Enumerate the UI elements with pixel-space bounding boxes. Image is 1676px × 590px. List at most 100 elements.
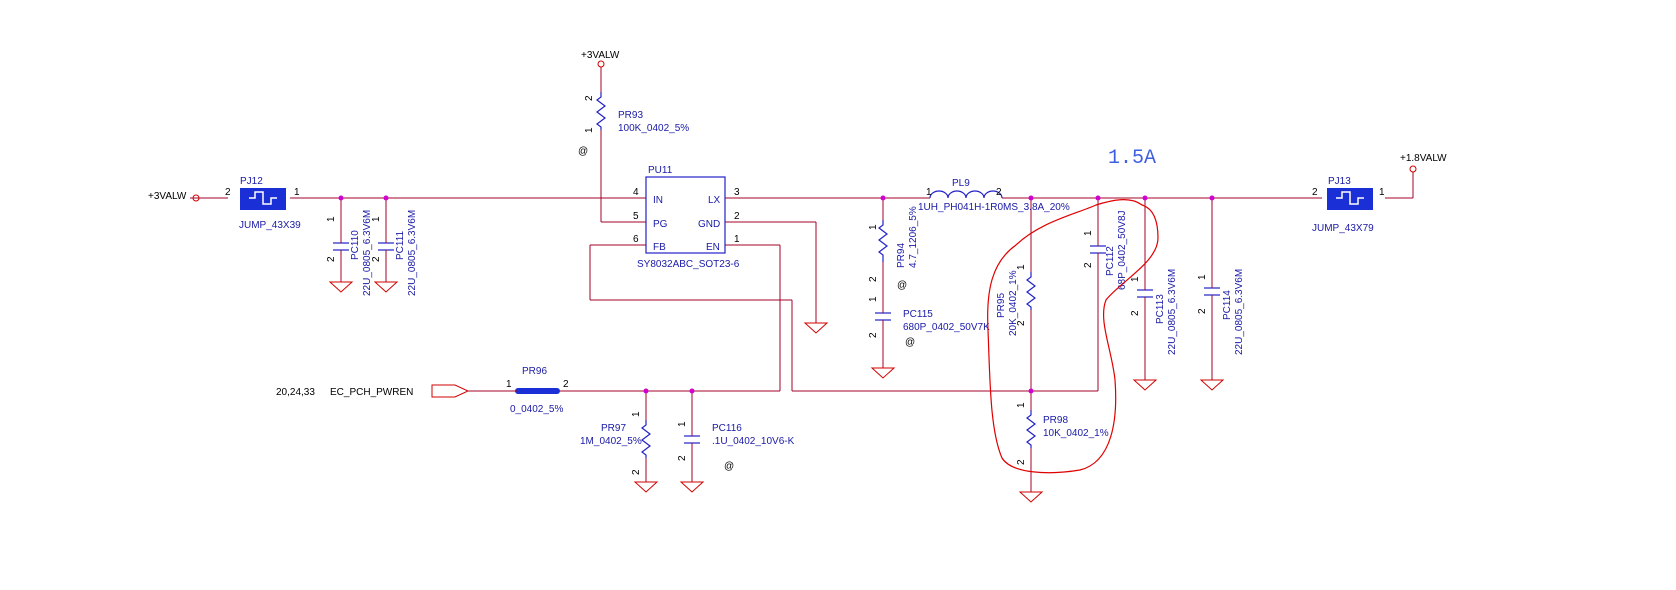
junction-dot xyxy=(880,195,886,201)
pin-number: 1 xyxy=(868,296,879,302)
ground-icon xyxy=(1132,379,1158,391)
ic-pin-gnd: GND xyxy=(698,219,720,230)
pin-number: 1 xyxy=(868,224,879,230)
power-flag-vin-left: +3VALW xyxy=(148,191,200,202)
junction-dot xyxy=(1142,195,1148,201)
pin-number: 4 xyxy=(633,187,639,198)
current-annotation: 1.5A xyxy=(1108,147,1156,170)
capacitor-pc115: PC115 680P_0402_50V7K 1 2 @ xyxy=(868,296,990,348)
jumper-pj13: PJ13 JUMP_43X79 2 1 xyxy=(1312,176,1385,234)
resistor-pr94: PR94 4.7_1206_5% 1 2 @ xyxy=(868,206,919,291)
capacitor-pc116: PC116 .1U_0402_10V6-K 1 2 @ xyxy=(677,421,795,472)
capacitor-value: 22U_0805_6.3V6M xyxy=(1234,269,1245,355)
ground-icon xyxy=(328,281,354,293)
net-name: EC_PCH_PWREN xyxy=(330,387,413,398)
ground-icon xyxy=(1199,379,1225,391)
jumper-value: JUMP_43X79 xyxy=(1312,223,1374,234)
capacitor-value: .1U_0402_10V6-K xyxy=(712,436,795,447)
pin-number: 2 xyxy=(631,469,642,475)
capacitor-ref: PC114 xyxy=(1222,290,1233,320)
ic-pin-fb: FB xyxy=(653,242,666,253)
resistor-pr93: PR93 100K_0402_5% 2 1 @ xyxy=(578,92,689,157)
pin-number: 2 xyxy=(1016,459,1027,465)
resistor-value: 100K_0402_5% xyxy=(618,123,689,134)
capacitor-ref: PC111 xyxy=(395,230,406,260)
ground-symbols xyxy=(328,281,1225,503)
capacitor-pc113: PC113 22U_0805_6.3V6M 1 2 xyxy=(1130,269,1178,355)
pin-number: 2 xyxy=(1312,187,1318,198)
junction-dot xyxy=(689,388,695,394)
ic-pin-lx: LX xyxy=(708,195,721,206)
power-flag-vout: +1.8VALW xyxy=(1400,153,1447,173)
capacitor-value: 22U_0805_6.3V6M xyxy=(1167,269,1178,355)
assembly-mark: @ xyxy=(578,146,588,157)
capacitor-ref: PC113 xyxy=(1155,294,1166,324)
pin-number: 1 xyxy=(371,216,382,222)
capacitor-pc112: PC112 68P_0402_50V8J 1 2 xyxy=(1083,210,1128,290)
power-label-vin-left: +3VALW xyxy=(148,191,187,202)
capacitor-value: 22U_0805_6.3V6M xyxy=(362,210,373,296)
resistor-ref: PR96 xyxy=(522,366,547,377)
ground-icon xyxy=(633,481,659,493)
resistor-value: 4.7_1206_5% xyxy=(908,206,919,268)
resistor-ref: PR93 xyxy=(618,110,643,121)
pin-number: 1 xyxy=(1016,264,1027,270)
resistor-ref: PR98 xyxy=(1043,415,1068,426)
pin-number: 1 xyxy=(631,411,642,417)
ic-pin-in: IN xyxy=(653,195,663,206)
pin-number: 2 xyxy=(1016,320,1027,326)
resistor-ref: PR95 xyxy=(996,293,1007,318)
junction-dot xyxy=(1028,195,1034,201)
resistor-value: 20K_0402_1% xyxy=(1008,270,1019,336)
pin-number: 1 xyxy=(326,216,337,222)
pin-number: 2 xyxy=(225,187,231,198)
pin-number: 1 xyxy=(926,187,932,198)
assembly-mark: @ xyxy=(724,461,734,472)
junction-dots xyxy=(338,195,1215,394)
junction-dot xyxy=(1095,195,1101,201)
junction-dot xyxy=(1028,388,1034,394)
power-label-vout: +1.8VALW xyxy=(1400,153,1447,164)
capacitor-ref: PC110 xyxy=(350,230,361,260)
pin-number: 3 xyxy=(734,187,740,198)
pin-number: 1 xyxy=(1197,274,1208,280)
resistor-value: 0_0402_5% xyxy=(510,404,563,415)
capacitor-pc110: PC110 22U_0805_6.3V6M 1 2 xyxy=(326,210,373,296)
pin-number: 2 xyxy=(996,187,1002,198)
resistor-value: 1M_0402_5% xyxy=(580,436,642,447)
pin-number: 2 xyxy=(1197,308,1208,314)
pin-number: 2 xyxy=(584,95,595,101)
capacitor-value: 68P_0402_50V8J xyxy=(1117,210,1128,290)
pin-number: 1 xyxy=(677,421,688,427)
junction-dot xyxy=(383,195,389,201)
pin-number: 2 xyxy=(677,455,688,461)
pin-number: 2 xyxy=(868,332,879,338)
resistor-pr98: PR98 10K_0402_1% 1 2 xyxy=(1016,402,1109,465)
pin-number: 1 xyxy=(506,379,512,390)
ground-icon xyxy=(870,367,896,379)
inductor-pl9: PL9 1UH_PH041H-1R0MS_3.8A_20% 1 2 xyxy=(918,178,1070,213)
pin-number: 6 xyxy=(633,234,639,245)
jumper-ref: PJ12 xyxy=(240,176,263,187)
resistor-ref: PR97 xyxy=(601,423,626,434)
pin-number: 2 xyxy=(563,379,569,390)
pin-number: 2 xyxy=(371,256,382,262)
pin-number: 5 xyxy=(633,211,639,222)
pin-number: 1 xyxy=(294,187,300,198)
resistor-ref: PR94 xyxy=(896,243,907,268)
power-flag-vin-top: +3VALW xyxy=(581,50,620,68)
junction-dot xyxy=(338,195,344,201)
assembly-mark: @ xyxy=(897,280,907,291)
pin-number: 2 xyxy=(1130,310,1141,316)
capacitor-value: 680P_0402_50V7K xyxy=(903,322,990,333)
net-port-ec-pch-pwren: 20,24,33 EC_PCH_PWREN xyxy=(276,384,470,398)
pin-number: 2 xyxy=(1083,262,1094,268)
junction-dot xyxy=(643,388,649,394)
assembly-mark: @ xyxy=(905,337,915,348)
ic-ref: PU11 xyxy=(648,165,673,176)
net-ref: 20,24,33 xyxy=(276,387,315,398)
pin-number: 2 xyxy=(734,211,740,222)
inductor-ref: PL9 xyxy=(952,178,970,189)
capacitor-ref: PC115 xyxy=(903,309,933,320)
